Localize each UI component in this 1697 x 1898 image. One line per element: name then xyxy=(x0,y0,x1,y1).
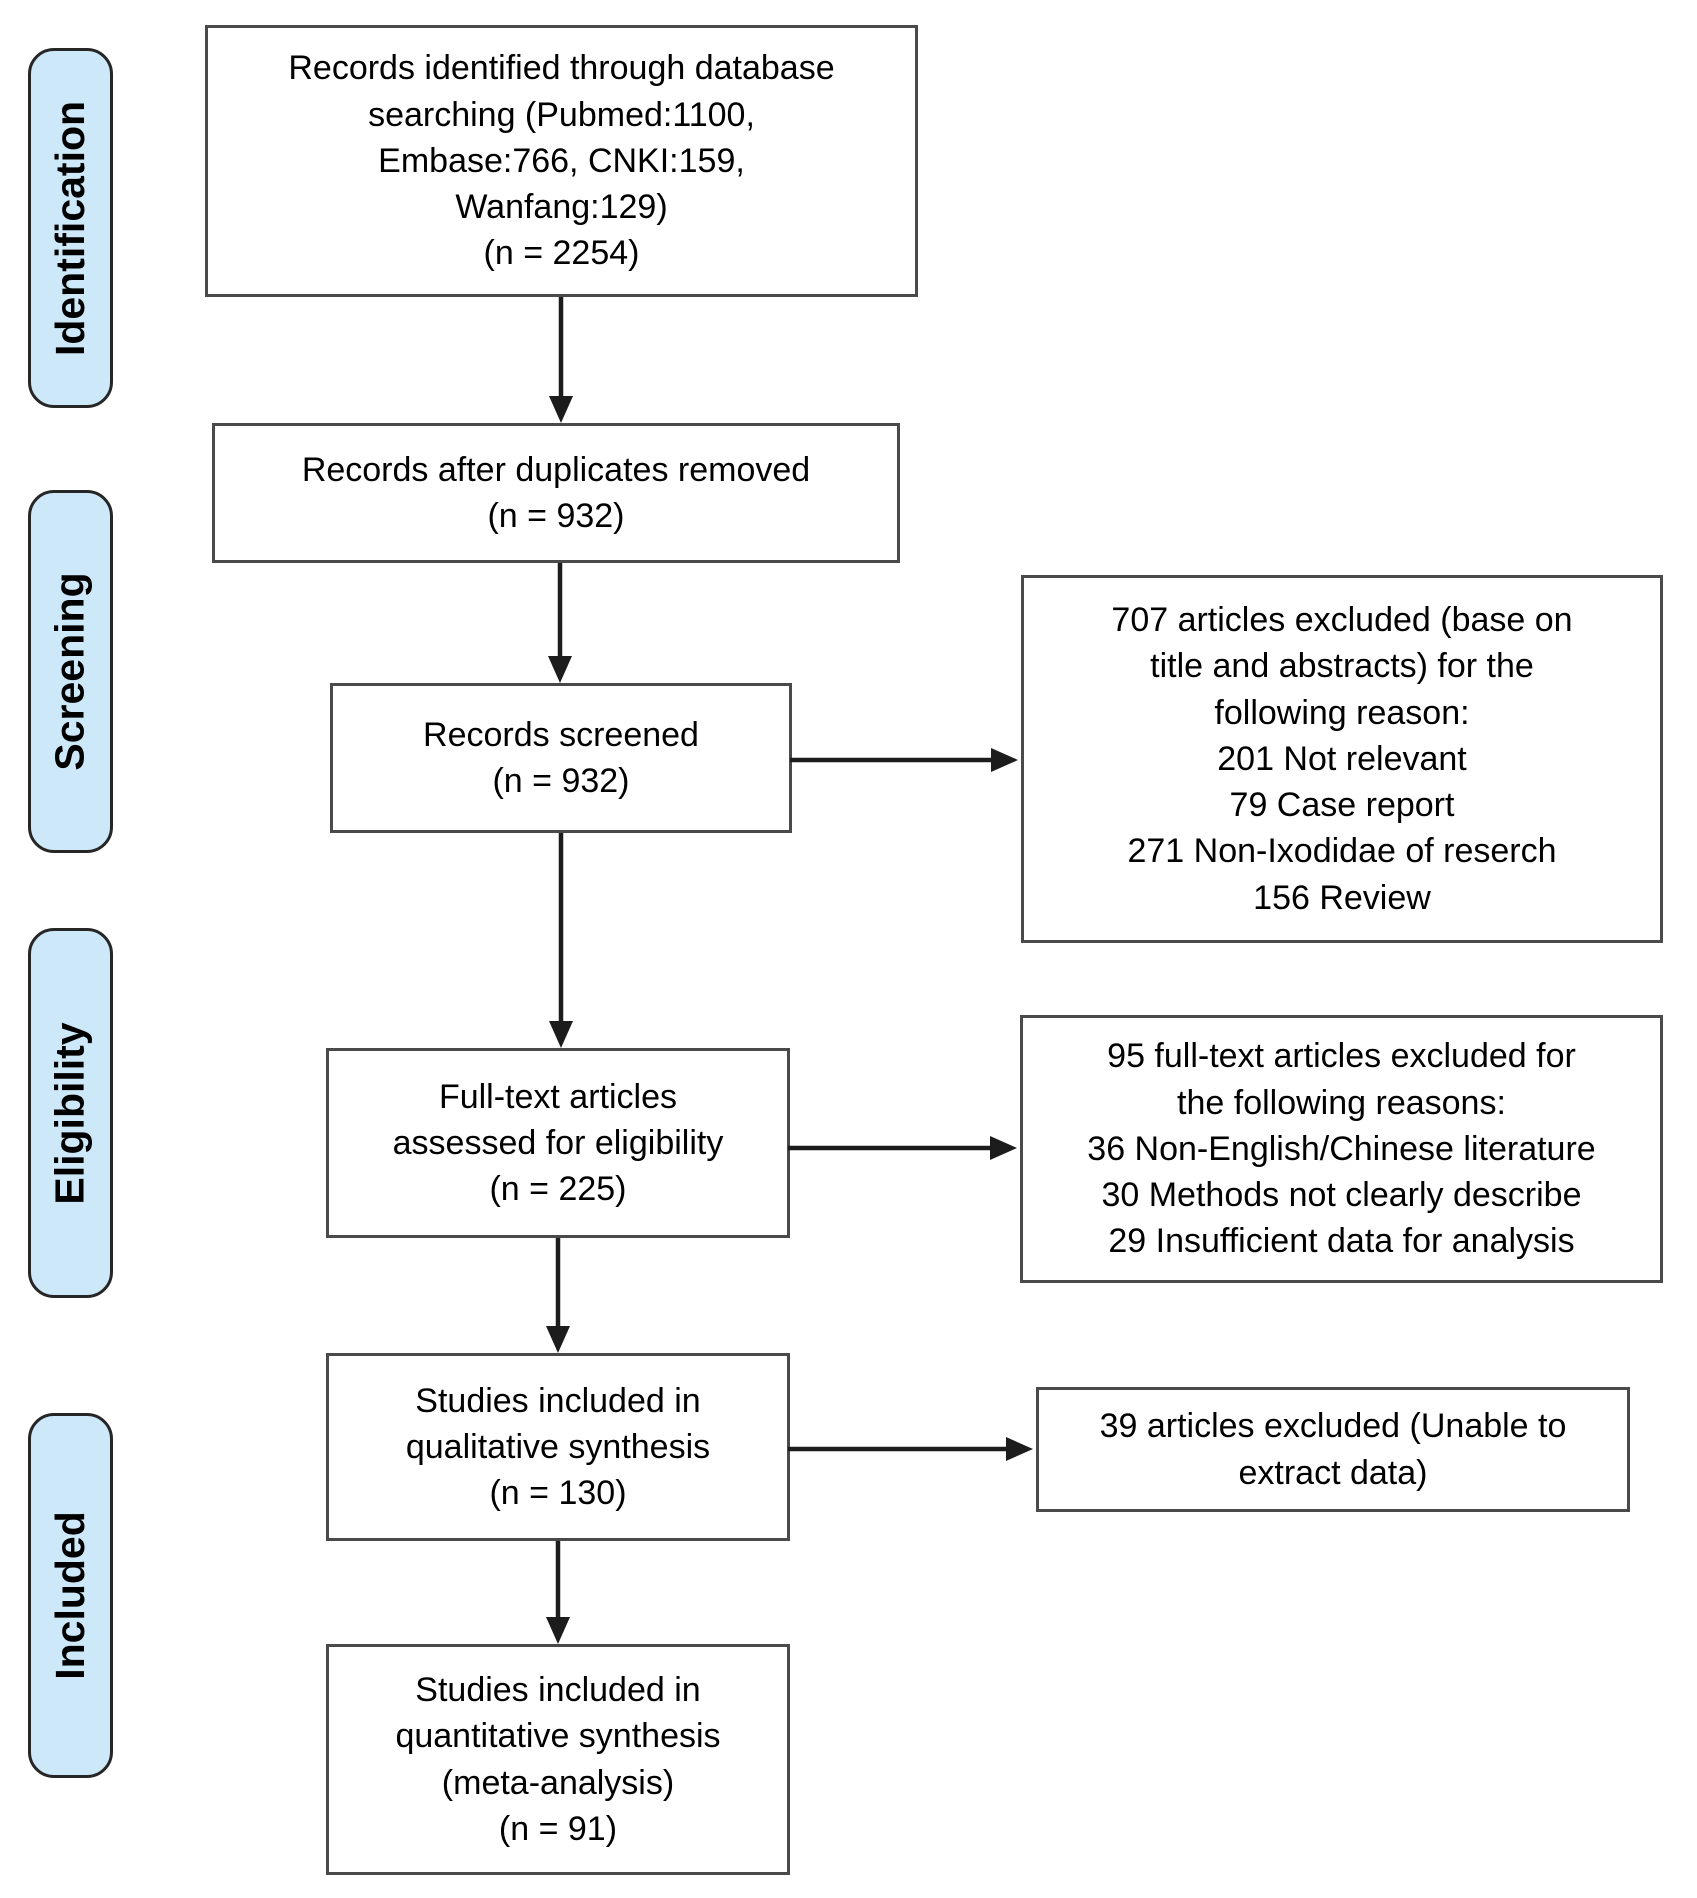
flow-box-records-identified: Records identified through database sear… xyxy=(205,25,918,297)
exclusion-box-text: 707 articles excluded (base on title and… xyxy=(1111,601,1573,917)
arrow-down-icon xyxy=(549,297,573,423)
stage-label-screening: Screening xyxy=(28,490,113,853)
exclusion-box-text: 39 articles excluded (Unable to extract … xyxy=(1099,1407,1567,1492)
arrow-down-icon xyxy=(546,1541,570,1644)
stage-label-eligibility: Eligibility xyxy=(28,928,113,1298)
flow-box-text: Full-text articles assessed for eligibil… xyxy=(392,1077,724,1209)
arrow-right-icon xyxy=(788,1437,1033,1461)
exclusion-box-text: 95 full-text articles excluded for the f… xyxy=(1087,1037,1596,1261)
stage-label-included: Included xyxy=(28,1413,113,1778)
flow-box-text: Studies included in qualitative synthesi… xyxy=(405,1381,711,1513)
arrow-right-icon xyxy=(788,1136,1017,1160)
flow-box-qualitative-synthesis: Studies included in qualitative synthesi… xyxy=(326,1353,790,1541)
stage-label-text: Screening xyxy=(47,572,94,771)
stage-label-text: Identification xyxy=(47,100,94,356)
arrow-down-icon xyxy=(549,833,573,1048)
flow-box-text: Studies included in quantitative synthes… xyxy=(395,1671,721,1848)
arrow-down-icon xyxy=(548,563,572,683)
exclusion-box-screening: 707 articles excluded (base on title and… xyxy=(1021,575,1663,943)
stage-label-identification: Identification xyxy=(28,48,113,408)
flow-box-text: Records identified through database sear… xyxy=(288,49,835,273)
arrow-right-icon xyxy=(790,748,1018,772)
stage-label-text: Eligibility xyxy=(47,1021,93,1205)
flow-box-fulltext-assessed: Full-text articles assessed for eligibil… xyxy=(326,1048,790,1238)
flow-box-text: Records screened (n = 932) xyxy=(423,715,699,800)
exclusion-box-eligibility: 95 full-text articles excluded for the f… xyxy=(1020,1015,1663,1283)
flow-box-records-screened: Records screened (n = 932) xyxy=(330,683,792,833)
arrow-down-icon xyxy=(546,1238,570,1353)
flow-box-text: Records after duplicates removed (n = 93… xyxy=(301,450,811,535)
flow-box-quantitative-synthesis: Studies included in quantitative synthes… xyxy=(326,1644,790,1875)
flow-box-duplicates-removed: Records after duplicates removed (n = 93… xyxy=(212,423,900,563)
stage-label-text: Included xyxy=(47,1511,94,1680)
exclusion-box-qualitative: 39 articles excluded (Unable to extract … xyxy=(1036,1387,1630,1512)
